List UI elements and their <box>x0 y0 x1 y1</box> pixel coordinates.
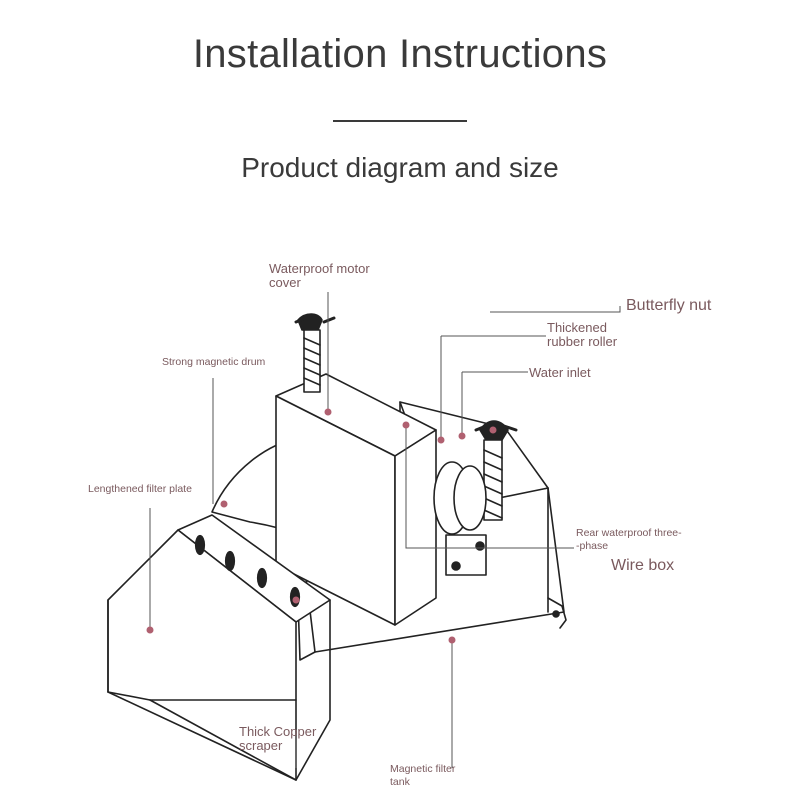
label-rubber-roller-line1: Thickened <box>547 320 607 335</box>
page-subtitle: Product diagram and size <box>241 152 559 183</box>
label-motor-cover-line2: cover <box>269 275 301 290</box>
label-wire-box-line2: -phase <box>576 540 609 552</box>
label-filter-tank-line2: tank <box>390 776 410 788</box>
marker-dots <box>146 408 497 644</box>
label-wire-box-line1: Rear waterproof three- <box>576 527 682 539</box>
leader-lines <box>149 292 621 768</box>
label-copper-scraper-line1: Thick Copper <box>239 724 317 739</box>
label-rubber-roller-line2: rubber roller <box>547 334 618 349</box>
label-magnetic-drum: Strong magnetic drum <box>162 356 266 368</box>
page-title: Installation Instructions <box>192 32 608 76</box>
label-wire-box-line3: Wire box <box>611 557 675 574</box>
label-filter-tank-line1: Magnetic filter <box>390 763 456 775</box>
left-butterfly-nut-shape <box>294 313 336 393</box>
label-butterfly-nut: Butterfly nut <box>626 297 712 314</box>
title-divider <box>333 120 467 122</box>
rubber-roller-shape <box>433 461 487 576</box>
label-copper-scraper-line2: scraper <box>239 738 283 753</box>
label-filter-plate: Lengthened filter plate <box>88 483 192 495</box>
label-water-inlet: Water inlet <box>529 365 591 380</box>
mounting-flange-shape <box>547 597 567 629</box>
label-motor-cover-line1: Waterproof motor <box>269 261 370 276</box>
